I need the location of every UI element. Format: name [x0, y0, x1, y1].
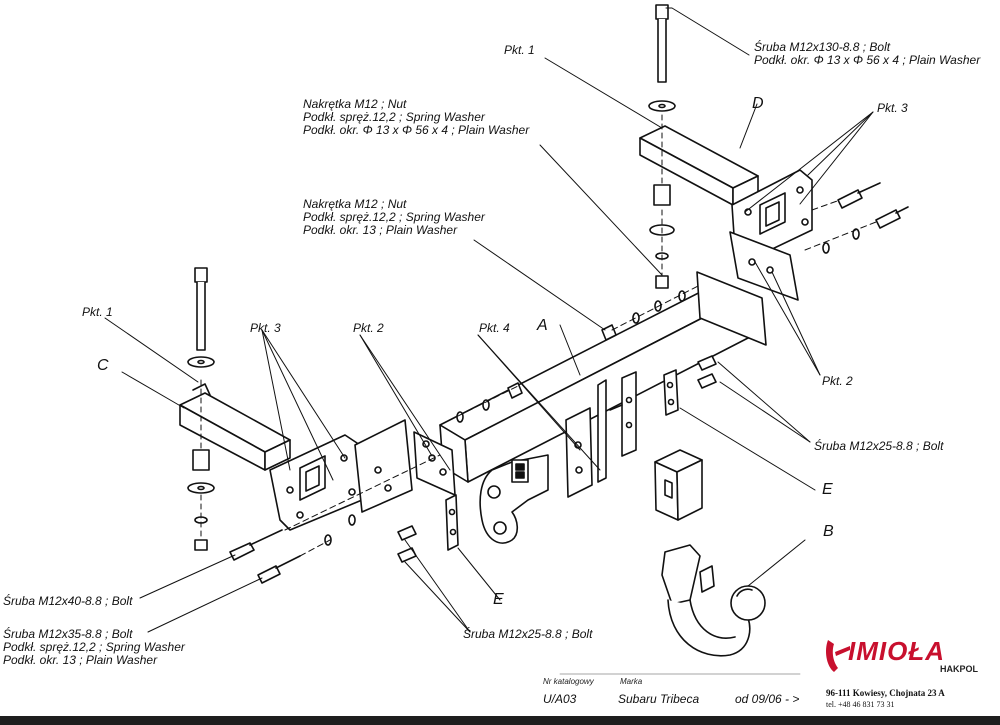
label-line: Podkł. spręż.12,2 ; Spring Washer — [303, 110, 485, 124]
label-mid-nut: Nakrętka M12 ; Nut Podkł. spręż.12,2 ; S… — [303, 198, 485, 237]
label-top-nut: Nakrętka M12 ; Nut Podkł. spręż.12,2 ; S… — [303, 98, 529, 137]
label-bolt-25-bottom: Śruba M12x25-8.8 ; Bolt — [463, 627, 593, 641]
clamp-pieces-e — [445, 369, 679, 551]
company-address: 96-111 Kowiesy, Chojnata 23 A — [826, 688, 945, 698]
brand-label: Marka — [620, 677, 643, 686]
right-vertical-bolt-stack — [648, 4, 676, 289]
side-bracket-c — [179, 383, 413, 531]
part-letter-c: C — [97, 357, 109, 374]
coupling-plate — [479, 454, 549, 544]
label-line: Podkł. okr. 13 ; Plain Washer — [3, 653, 158, 667]
label-left-bolt-40: Śruba M12x40-8.8 ; Bolt — [3, 594, 133, 608]
label-pkt3-right: Pkt. 3 — [877, 101, 908, 115]
label-top-right-bolt: Śruba M12x130-8.8 ; Bolt Podkł. okr. Φ 1… — [754, 41, 980, 67]
label-line: Podkł. spręż.12,2 ; Spring Washer — [303, 210, 485, 224]
label-line: Śruba M12x130-8.8 ; Bolt — [754, 40, 891, 54]
part-letter-b: B — [823, 523, 834, 540]
left-vertical-bolt-stack — [187, 267, 215, 551]
label-line: Podkł. okr. Φ 13 x Φ 56 x 4 ; Plain Wash… — [303, 123, 530, 137]
label-line: Śruba M12x35-8.8 ; Bolt — [3, 627, 133, 641]
label-pkt2-left: Pkt. 2 — [353, 321, 384, 335]
left-horizontal-bolts — [229, 454, 441, 584]
beam-fasteners — [439, 284, 701, 426]
company-sub: HAKPOL — [940, 664, 978, 674]
label-left-bolt-35: Śruba M12x35-8.8 ; Bolt Podkł. spręż.12,… — [3, 628, 185, 667]
brand-value: Subaru Tribeca — [618, 692, 700, 706]
socket-holder-e — [654, 449, 703, 521]
label-pkt3-left: Pkt. 3 — [250, 321, 281, 335]
small-bolts-25 — [397, 355, 717, 563]
company-logo-mark — [826, 640, 850, 672]
label-pkt1-left: Pkt. 1 — [82, 305, 113, 319]
label-line: Podkł. spręż.12,2 ; Spring Washer — [3, 640, 185, 654]
catalog-label: Nr katalogowy — [543, 677, 594, 686]
company-address-block: 96-111 Kowiesy, Chojnata 23 A tel. +48 4… — [826, 688, 945, 710]
label-line: Podkł. okr. Φ 13 x Φ 56 x 4 ; Plain Wash… — [754, 53, 981, 67]
bottom-bar — [0, 716, 1000, 725]
label-line: Nakrętka M12 ; Nut — [303, 197, 407, 211]
part-letter-d: D — [752, 95, 764, 112]
leader-lines — [104, 7, 874, 633]
part-letter-a: A — [537, 317, 548, 334]
label-line: Nakrętka M12 ; Nut — [303, 97, 407, 111]
date-value: od 09/06 - > — [735, 692, 800, 706]
part-letter-e-right: E — [822, 481, 833, 498]
company-phone: tel. +48 46 831 73 31 — [826, 700, 895, 709]
label-line: Podkł. okr. 13 ; Plain Washer — [303, 223, 458, 237]
label-pkt2-right: Pkt. 2 — [822, 374, 853, 388]
tow-ball-b — [661, 544, 766, 657]
right-horizontal-bolts — [804, 182, 909, 254]
label-pkt1-top: Pkt. 1 — [504, 43, 535, 57]
side-bracket-d — [639, 125, 813, 301]
label-pkt4: Pkt. 4 — [479, 321, 510, 335]
label-bolt-25-right: Śruba M12x25-8.8 ; Bolt — [814, 439, 944, 453]
company-name: IMIOŁA — [848, 636, 945, 666]
catalog-value: U/A03 — [543, 692, 577, 706]
part-letter-e-bottom: E — [493, 591, 504, 608]
